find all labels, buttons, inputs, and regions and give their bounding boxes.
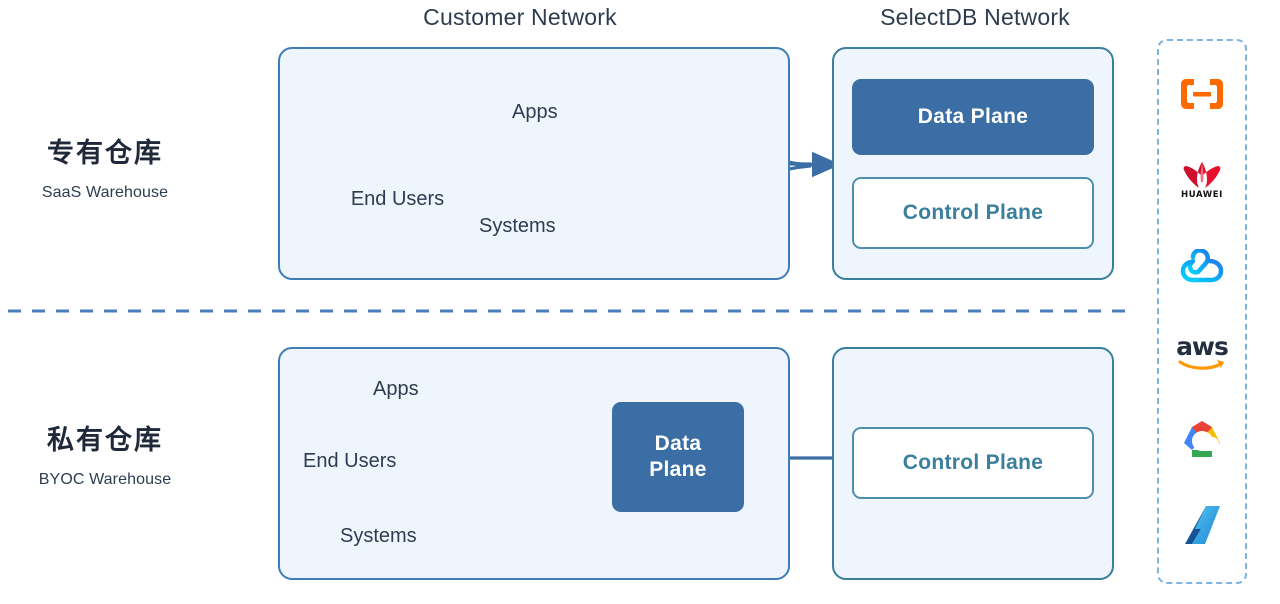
- header-customer-network: Customer Network: [423, 4, 617, 30]
- aws-smile-arrow: [1178, 359, 1224, 370]
- panel-customer-network-saas: [278, 47, 790, 280]
- aws-logo: aws: [1171, 325, 1233, 381]
- huawei-logo: HUAWEI: [1171, 152, 1233, 208]
- row-label-saas: 专有仓库 SaaS Warehouse: [0, 136, 210, 202]
- control-plane-box-byoc[interactable]: Control Plane: [852, 427, 1094, 499]
- tencent-cloud-logo: [1171, 238, 1233, 294]
- node-label-apps-byoc: Apps: [373, 378, 419, 400]
- row-label-byoc-en: BYOC Warehouse: [38, 471, 172, 489]
- aws-wordmark: aws: [1176, 331, 1229, 361]
- google-cloud-logo: [1171, 411, 1233, 467]
- header-selectdb-network: SelectDB Network: [880, 4, 1070, 30]
- cloud-providers-strip: HUAWEI aws: [1157, 39, 1247, 584]
- azure-logo: [1171, 497, 1233, 553]
- data-plane-box-byoc[interactable]: Data Plane: [612, 402, 744, 512]
- data-plane-box-byoc-line1: Data: [654, 431, 702, 455]
- data-plane-box-saas[interactable]: Data Plane: [852, 79, 1094, 155]
- alibaba-cloud-logo: [1171, 66, 1233, 122]
- node-label-apps-saas: Apps: [512, 101, 558, 123]
- node-label-systems-byoc: Systems: [340, 525, 417, 547]
- row-label-byoc: 私有仓库 BYOC Warehouse: [0, 423, 210, 489]
- data-plane-box-byoc-line2: Plane: [649, 458, 707, 481]
- control-plane-box-saas[interactable]: Control Plane: [852, 177, 1094, 249]
- row-label-saas-en: SaaS Warehouse: [41, 184, 169, 202]
- huawei-wordmark: HUAWEI: [1181, 190, 1223, 201]
- row-label-saas-cn: 专有仓库: [47, 138, 163, 168]
- node-label-end-users-byoc: End Users: [303, 450, 397, 472]
- row-label-byoc-cn: 私有仓库: [47, 425, 163, 455]
- node-label-systems-saas: Systems: [479, 215, 556, 237]
- node-label-end-users-saas: End Users: [350, 188, 445, 210]
